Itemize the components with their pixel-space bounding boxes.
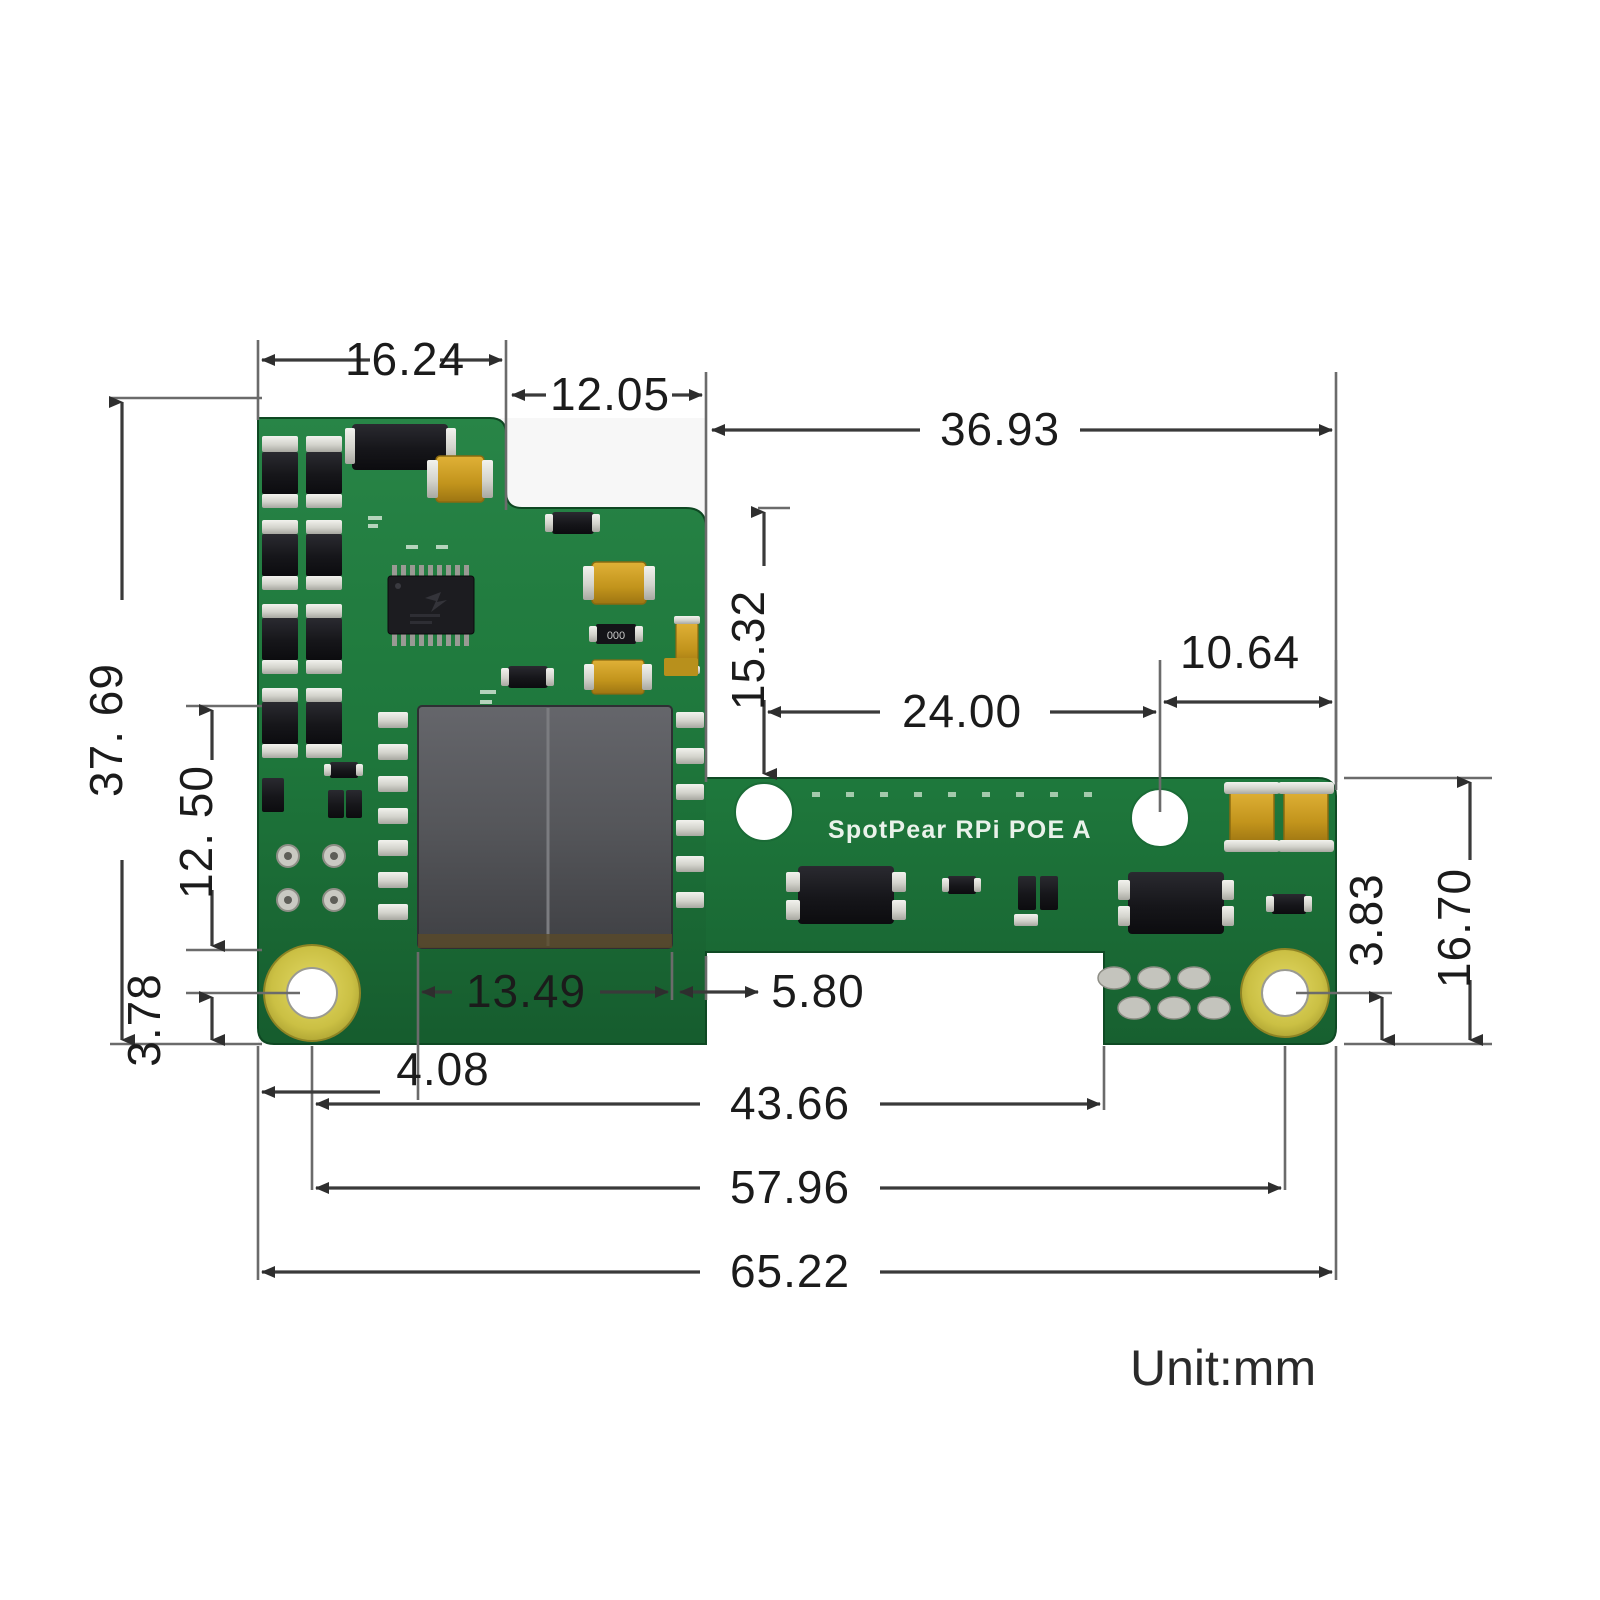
dimension-12-50: 12. 50 [170, 704, 225, 952]
dimension-label-12-50: 12. 50 [170, 765, 222, 899]
gold-capacitor-top [435, 455, 485, 503]
dimension-36-93: 36.93 [711, 403, 1333, 455]
dimension-label-57-96: 57.96 [730, 1161, 850, 1213]
dimension-43-66: 43.66 [315, 1077, 1101, 1129]
dimension-label-3-78: 3.78 [118, 973, 170, 1067]
transformer-module [417, 705, 673, 949]
dimension-10-64: 10.64 [1163, 626, 1333, 708]
gold-capacitor-right-a [1229, 789, 1275, 845]
top-black-component [352, 424, 448, 470]
dimension-65-22: 65.22 [261, 1245, 1333, 1297]
dimension-57-96: 57.96 [315, 1161, 1282, 1213]
dimension-4-08: 4.08 [261, 1043, 490, 1098]
arm-black-ic [1128, 872, 1224, 934]
arm-silk-dots [812, 792, 1092, 797]
unit-label: Unit:mm [1130, 1340, 1316, 1396]
dimension-5-80: 5.80 [679, 965, 865, 1017]
dimension-13-49: 13.49 [421, 965, 669, 1017]
dimension-label-13-49: 13.49 [466, 965, 586, 1017]
solder-blobs [1097, 966, 1231, 1020]
mounting-hole-right [1240, 948, 1330, 1038]
dimension-label-24-00: 24.00 [902, 685, 1022, 737]
via-pads [276, 844, 346, 912]
dimension-24-00: 24.00 [767, 685, 1157, 737]
dimension-label-4-08: 4.08 [396, 1043, 490, 1095]
arm-black-diode [798, 866, 894, 924]
gold-capacitor-mid [591, 561, 647, 605]
dimension-label-16-24: 16.24 [345, 333, 465, 385]
dimension-label-12-05: 12.05 [550, 368, 670, 420]
pcb-board-photo: 000 [257, 417, 1337, 1045]
dimension-16-70: 16.70 [1428, 776, 1483, 1046]
dimension-15-32: 15.32 [722, 506, 777, 780]
arm-hole [734, 782, 794, 842]
dimension-37-69: 37. 69 [80, 396, 135, 1046]
dimension-label-10-64: 10.64 [1180, 626, 1300, 678]
gold-capacitor-right-b [1283, 789, 1329, 845]
dimension-label-36-93: 36.93 [940, 403, 1060, 455]
dimension-label-16-70: 16.70 [1428, 868, 1480, 988]
dimension-label-3-83: 3.83 [1340, 873, 1392, 967]
dimension-label-15-32: 15.32 [722, 590, 774, 710]
dimension-label-5-80: 5.80 [771, 965, 865, 1017]
svg-text:000: 000 [607, 630, 625, 642]
left-component-column [262, 436, 342, 758]
dimension-label-65-22: 65.22 [730, 1245, 850, 1297]
qfp-ic [387, 565, 475, 646]
board-silkscreen-text: SpotPear RPi POE A [828, 816, 1092, 844]
dimension-label-37-69: 37. 69 [80, 663, 132, 797]
dimension-3-78: 3.78 [118, 973, 225, 1067]
dimension-12-05: 12.05 [511, 368, 703, 420]
dimension-label-43-66: 43.66 [730, 1077, 850, 1129]
dimension-16-24: 16.24 [261, 333, 503, 385]
dimension-3-83: 3.83 [1340, 873, 1395, 1046]
